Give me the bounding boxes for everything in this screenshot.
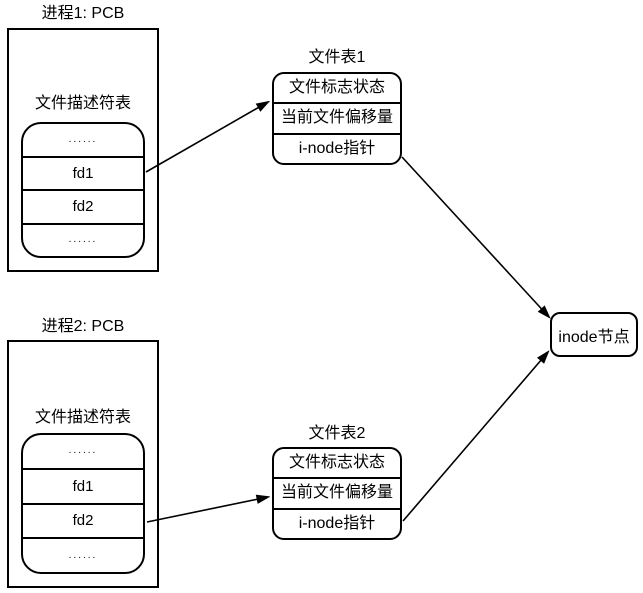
process2-fd-row-ellipsis-top: ...... <box>68 445 98 457</box>
file-table2: 文件标志状态 当前文件偏移量 i-node指针 <box>272 447 402 540</box>
file-table1: 文件标志状态 当前文件偏移量 i-node指针 <box>272 72 402 165</box>
file-table2-row-offset: 当前文件偏移量 <box>274 477 400 507</box>
file-table1-row-inode-pointer: i-node指针 <box>274 132 400 163</box>
process2-fd-row-fd1: fd1 <box>23 467 143 503</box>
file-table2-title: 文件表2 <box>308 425 366 442</box>
file-table1-title: 文件表1 <box>308 49 366 66</box>
process1-fd-row-ellipsis-bottom: ...... <box>23 222 143 257</box>
process2-fd-row-ellipsis-bottom: ...... <box>23 537 143 572</box>
process2-fd-row-fd2: fd2 <box>23 502 143 538</box>
process1-fd-table: ...... fd1 fd2 ...... <box>21 122 145 258</box>
file-table1-row-flag-status: 文件标志状态 <box>288 79 385 97</box>
process2-title: 进程2: PCB <box>41 318 125 335</box>
file-table2-row-inode-pointer: i-node指针 <box>274 507 400 538</box>
process1-fd-row-fd2: fd2 <box>23 189 143 223</box>
arrow-filetable1-to-inode <box>401 156 549 317</box>
arrow-fd2-to-filetable2 <box>146 497 268 523</box>
process2-fd-table-label: 文件描述符表 <box>34 409 131 426</box>
file-table1-row-offset: 当前文件偏移量 <box>274 102 400 132</box>
arrow-fd1-to-filetable1 <box>145 102 268 173</box>
file-table2-row-flag-status: 文件标志状态 <box>288 454 385 472</box>
process2-fd-table: ...... fd1 fd2 ...... <box>21 433 145 574</box>
process1-fd-row-ellipsis-top: ...... <box>68 133 98 145</box>
process1-fd-row-fd1: fd1 <box>23 155 143 190</box>
process1-title: 进程1: PCB <box>41 5 125 22</box>
arrow-filetable2-to-inode <box>402 352 548 522</box>
inode-node-box: inode节点 <box>550 312 638 357</box>
process1-fd-table-label: 文件描述符表 <box>34 95 131 112</box>
